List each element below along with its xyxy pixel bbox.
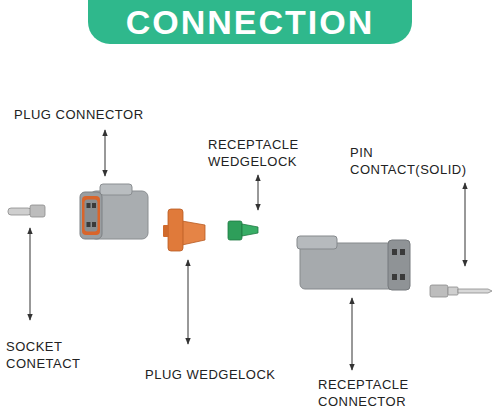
- plug-wedgelock: [163, 209, 205, 251]
- part-label: PIN CONTACT(SOLID): [350, 144, 467, 178]
- wedgelock-body: [182, 221, 205, 245]
- leader-arrow: [105, 130, 106, 176]
- plug-cavity: [92, 222, 96, 227]
- plug-insert: [85, 200, 98, 232]
- pin-crimp: [430, 285, 448, 297]
- leader-arrow: [258, 175, 259, 210]
- leader-arrow: [188, 260, 189, 344]
- wedgelock-prong: [242, 224, 258, 236]
- plug-cavity: [87, 222, 91, 227]
- wedgelock-tab: [163, 225, 169, 237]
- receptacle-cavity: [392, 249, 397, 255]
- pin-contact: [430, 285, 492, 297]
- plug-face: [80, 192, 102, 239]
- leader-arrow: [30, 228, 31, 320]
- leader-arrow: [352, 298, 353, 370]
- plug-connector: [80, 184, 148, 239]
- part-label: PLUG WEDGELOCK: [145, 366, 276, 383]
- part-label: RECEPTACLE CONNECTOR: [318, 376, 409, 410]
- pin-collar: [448, 287, 458, 295]
- receptacle-cavity: [400, 274, 405, 280]
- plug-latch: [100, 184, 132, 195]
- receptacle-cavity: [400, 249, 405, 255]
- plug-seal: [82, 196, 100, 235]
- receptacle-cavity: [392, 274, 397, 280]
- wedgelock-head: [228, 221, 242, 240]
- socket-contact: [8, 205, 45, 217]
- socket-tube: [8, 208, 31, 215]
- part-label: RECEPTACLE WEDGELOCK: [208, 136, 299, 170]
- receptacle-wedgelock: [228, 221, 258, 240]
- title-banner: CONNECTION: [88, 0, 412, 44]
- pin-shaft: [458, 289, 492, 293]
- socket-crimp: [30, 205, 45, 217]
- part-label: SOCKET CONETACT: [6, 338, 81, 372]
- plug-cavity: [92, 203, 96, 208]
- receptacle-face: [388, 240, 410, 290]
- receptacle-latch: [297, 236, 337, 249]
- part-label: PLUG CONNECTOR: [14, 106, 144, 123]
- title-text: CONNECTION: [126, 5, 375, 39]
- leader-arrow: [465, 183, 466, 266]
- plug-cavity: [87, 203, 91, 208]
- receptacle-connector: [297, 236, 410, 290]
- wedgelock-plate: [168, 209, 183, 251]
